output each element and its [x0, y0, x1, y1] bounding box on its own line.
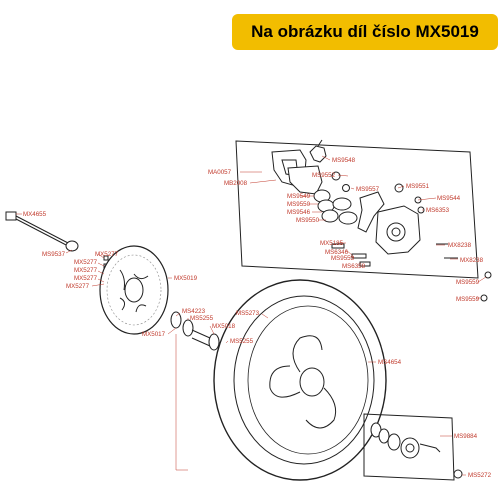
label-MX5277a: MX5277: [95, 251, 119, 258]
label-MS9548: MS9548: [332, 157, 356, 164]
label-MS9552: MS9552: [312, 172, 336, 179]
inset-box: [363, 413, 463, 481]
label-MS6353: MS6353: [426, 207, 450, 214]
label-MS6358: MS6358: [342, 263, 366, 270]
label-MX5019: MX5019: [174, 275, 198, 282]
caliper-bracket: [357, 191, 458, 259]
label-MS9546: MS9546: [287, 209, 311, 216]
label-MX5277b: MX5277: [74, 259, 98, 266]
title-banner: Na obrázku díl číslo MX5019: [232, 14, 498, 50]
leader-lines: [16, 155, 487, 476]
label-MS5255a: MS5255: [190, 315, 214, 322]
label-MS9550a: MS9550: [287, 201, 311, 208]
caliper-group-box: [235, 140, 479, 279]
label-MB2008: MB2008: [224, 180, 248, 187]
label-MX8238b: MX8238: [460, 257, 484, 264]
label-MS9549: MS9549: [287, 193, 311, 200]
axle: [5, 211, 79, 252]
banner-text: Na obrázku díl číslo MX5019: [251, 22, 479, 41]
label-MS4223: MS4223: [182, 308, 206, 315]
label-MA0057: MA0057: [208, 169, 232, 176]
brake-pads: [271, 149, 323, 195]
label-MS9544: MS9544: [437, 195, 461, 202]
part-labels: MA0057 MB2008 MS9548 MS9552 MS9557 MS955…: [23, 157, 492, 479]
label-MX5017: MX5017: [142, 331, 166, 338]
label-MX5185: MX5185: [320, 240, 344, 247]
label-MS9884: MS9884: [454, 433, 478, 440]
label-MX4655: MX4655: [23, 211, 47, 218]
label-MS5273: MS5273: [236, 310, 260, 317]
label-MS4654: MS4654: [378, 359, 402, 366]
label-MS9557: MS9557: [356, 186, 380, 193]
wheel: [213, 279, 387, 481]
pad-spring: [309, 139, 327, 163]
label-MX5277c: MX5277: [74, 267, 98, 274]
label-MS9537: MS9537: [42, 251, 66, 258]
caliper-small-parts: [313, 171, 425, 267]
label-MS5272: MS5272: [468, 472, 492, 479]
label-MX8238a: MX8238: [448, 242, 472, 249]
label-MS9559b: MS9559: [456, 296, 480, 303]
label-MS9553: MS9553: [331, 255, 355, 262]
label-MS6346: MS6346: [325, 249, 349, 256]
label-MX5018: MX5018: [212, 323, 236, 330]
brake-disc: [99, 245, 169, 335]
label-MS9551: MS9551: [406, 183, 430, 190]
label-MX5277e: MX5277: [66, 283, 90, 290]
right-bolts: [480, 271, 492, 302]
label-MS5255b: MS5255: [230, 338, 254, 345]
label-MX5277d: MX5277: [74, 275, 98, 282]
label-MS9559a: MS9559: [456, 279, 480, 286]
label-MS9550b: MS9550: [296, 217, 320, 224]
